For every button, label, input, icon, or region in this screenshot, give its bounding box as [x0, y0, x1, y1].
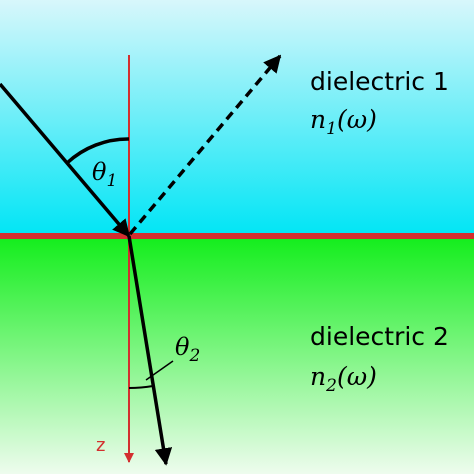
- dielectric-1-region: [0, 0, 474, 236]
- reflected-ray: [128, 54, 282, 236]
- dielectric-1-index: n1(ω): [310, 105, 377, 139]
- theta1-arc: [65, 137, 130, 165]
- theta2-arc: [128, 385, 154, 389]
- theta1-label: θ1: [92, 158, 117, 191]
- theta2-leader: [145, 360, 174, 381]
- dielectric-2-name: dielectric 2: [310, 322, 449, 351]
- incident-ray: [0, 82, 131, 238]
- dielectric-2-region: [0, 236, 474, 474]
- dielectric-2-index: n2(ω): [310, 362, 377, 396]
- z-axis-label: z: [96, 435, 105, 456]
- transmitted-ray: [127, 235, 173, 466]
- theta2-label: θ2: [175, 333, 200, 366]
- dielectric-1-name: dielectric 1: [310, 67, 449, 96]
